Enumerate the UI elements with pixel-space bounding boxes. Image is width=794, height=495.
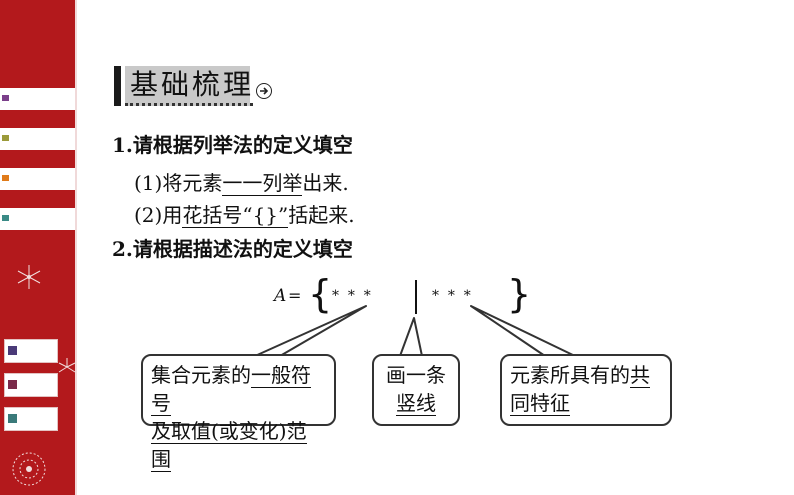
formula-equals: = bbox=[288, 286, 302, 305]
stripe-swatch bbox=[2, 135, 9, 141]
item1-title: 1.请根据列举法的定义填空 bbox=[112, 133, 353, 157]
sub2-blank: 花括号“{}” bbox=[182, 203, 289, 228]
heading-background bbox=[125, 66, 250, 106]
tab-swatch bbox=[8, 380, 17, 389]
stripe-swatch bbox=[2, 95, 9, 101]
callout-right-line2: 同特征 bbox=[510, 389, 662, 417]
sidebar-stripe[interactable] bbox=[0, 208, 75, 230]
callout-middle-line2: 竖线 bbox=[382, 389, 450, 417]
heading-underline bbox=[125, 103, 253, 106]
forward-circle-icon[interactable] bbox=[256, 83, 272, 99]
item2-title: 2.请根据描述法的定义填空 bbox=[112, 237, 353, 261]
left-brace: { bbox=[308, 272, 333, 316]
callout-left-prefix: 集合元素的 bbox=[151, 363, 251, 387]
sub2-suffix: 括起来. bbox=[288, 203, 355, 227]
callout-middle-line1: 画一条 bbox=[386, 363, 446, 387]
sub1-prefix: (1)将元素 bbox=[134, 171, 223, 195]
callout-right: 元素所具有的共 同特征 bbox=[500, 354, 672, 426]
callout-left-line1: 集合元素的一般符号 bbox=[151, 361, 326, 417]
dandelion-icon bbox=[17, 265, 41, 289]
sidebar-stripe[interactable] bbox=[0, 168, 75, 190]
sidebar-stripe[interactable] bbox=[0, 88, 75, 110]
tab-swatch bbox=[8, 414, 17, 423]
sidebar-stripe[interactable] bbox=[0, 128, 75, 150]
formula-left-marks: * * * bbox=[332, 288, 371, 304]
sub2-prefix: (2)用 bbox=[134, 203, 183, 227]
sidebar-tab[interactable] bbox=[4, 407, 58, 431]
callout-left-blank2: 及取值(或变化)范围 bbox=[151, 419, 307, 472]
callout-left-line2: 及取值(或变化)范围 bbox=[151, 417, 326, 473]
dandelion-icon bbox=[12, 452, 46, 486]
section-heading: 基础梳理 bbox=[130, 68, 255, 101]
formula-variable: A bbox=[274, 286, 287, 306]
callout-right-blank1: 共 bbox=[630, 363, 650, 388]
item1-sub2: (2)用花括号“{}”括起来. bbox=[134, 202, 355, 228]
sidebar-tab[interactable] bbox=[4, 339, 58, 363]
callout-middle: 画一条 竖线 bbox=[372, 354, 460, 426]
callout-right-line1: 元素所具有的共 bbox=[510, 361, 662, 389]
formula-right-marks: * * * bbox=[432, 288, 471, 304]
tab-swatch bbox=[8, 346, 17, 355]
heading-bar bbox=[114, 66, 121, 106]
sidebar-edge bbox=[75, 0, 77, 495]
item1-sub1: (1)将元素一一列举出来. bbox=[134, 170, 349, 196]
stripe-swatch bbox=[2, 175, 9, 181]
sub1-suffix: 出来. bbox=[302, 171, 349, 195]
callout-right-blank2: 同特征 bbox=[510, 391, 570, 416]
callout-right-prefix: 元素所具有的 bbox=[510, 363, 630, 387]
sidebar-tab[interactable] bbox=[4, 373, 58, 397]
stripe-swatch bbox=[2, 215, 9, 221]
callout-middle-blank: 竖线 bbox=[396, 391, 436, 416]
sub1-blank: 一一列举 bbox=[222, 171, 303, 196]
dandelion-icon bbox=[58, 358, 76, 373]
callout-left-blank1: 一般符号 bbox=[151, 363, 311, 416]
callout-left: 集合元素的一般符号 及取值(或变化)范围 bbox=[141, 354, 336, 472]
vertical-bar bbox=[415, 280, 417, 314]
right-brace: } bbox=[507, 272, 532, 316]
